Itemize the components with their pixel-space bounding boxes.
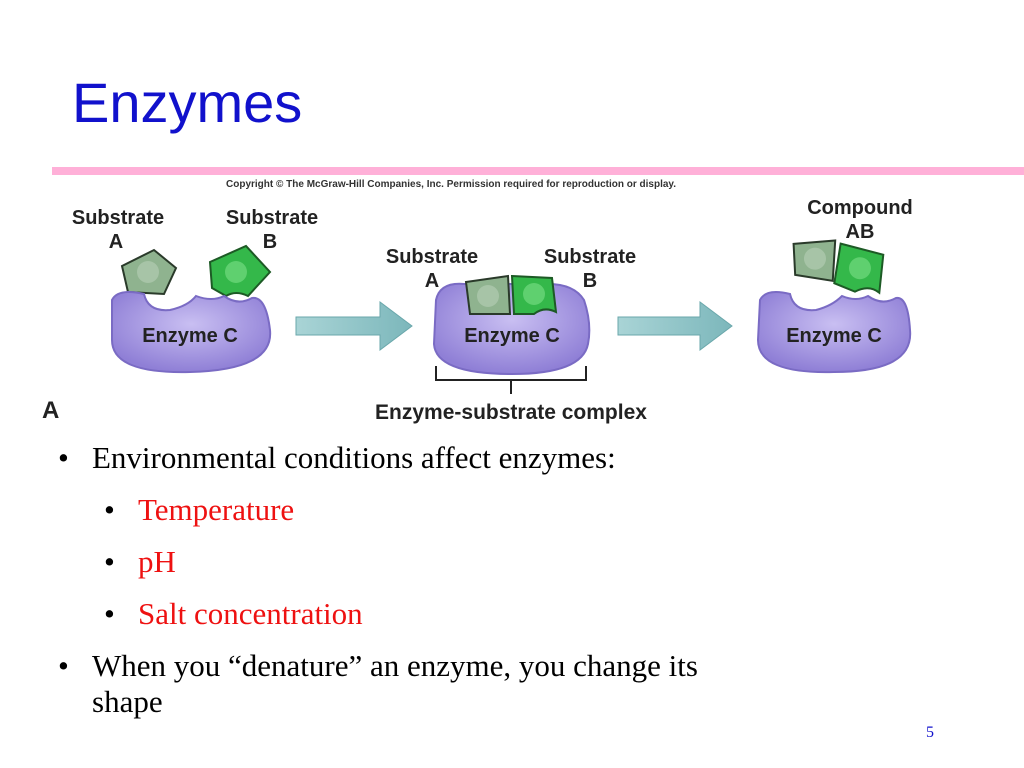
- page-number: 5: [926, 724, 934, 741]
- title-divider: [52, 167, 1024, 175]
- step2-substrate-b-letter: B: [583, 270, 597, 292]
- step1-substrate-b-letter: B: [263, 231, 277, 253]
- sub-bullet-item: • pH: [56, 544, 956, 580]
- bullet-dot-icon: •: [58, 648, 69, 683]
- step2-enzyme-label: Enzyme C: [464, 325, 560, 347]
- figure-panel-label: A: [42, 397, 59, 424]
- step3-enzyme-label: Enzyme C: [786, 325, 882, 347]
- sub-bullet-text-salt: Salt concentration: [138, 596, 363, 631]
- step1-substrate-b: [208, 244, 272, 298]
- bullet-text-line1: When you “denature” an enzyme, you chang…: [92, 648, 698, 683]
- step1-substrate-a: [120, 248, 178, 296]
- step2-substrate-a-label: Substrate: [386, 246, 478, 268]
- bullet-dot-icon: •: [104, 544, 115, 579]
- sub-bullet-text-temperature: Temperature: [138, 492, 295, 527]
- step1-enzyme-label: Enzyme C: [142, 325, 238, 347]
- copyright-notice: Copyright © The McGraw-Hill Companies, I…: [226, 179, 677, 190]
- complex-bracket: [435, 366, 587, 394]
- step1-enzyme: Enzyme C: [111, 291, 272, 374]
- step2-substrate-a-bound: [464, 274, 512, 315]
- bullet-dot-icon: •: [58, 440, 69, 475]
- reaction-arrow-2: [617, 301, 733, 351]
- sub-bullet-item: • Salt concentration: [56, 596, 956, 632]
- bullet-item: • When you “denature” an enzyme, you cha…: [56, 648, 956, 720]
- complex-label: Enzyme-substrate complex: [375, 401, 647, 424]
- step1-substrate-b-label: Substrate: [226, 207, 318, 229]
- step3-compound-ab: [792, 239, 885, 295]
- step1-substrate-a-letter: A: [109, 231, 123, 253]
- sub-bullet-item: • Temperature: [56, 492, 956, 528]
- bullet-list: • Environmental conditions affect enzyme…: [56, 440, 956, 720]
- step3-compound-letters: AB: [846, 221, 875, 243]
- step1-substrate-a-label: Substrate: [72, 207, 164, 229]
- enzyme-figure: Substrate A Substrate B Enzyme C Substra…: [42, 197, 913, 424]
- bullet-item: • Environmental conditions affect enzyme…: [56, 440, 956, 476]
- sub-bullet-text-ph: pH: [138, 544, 176, 579]
- reaction-arrow-1: [295, 301, 413, 351]
- step2-substrate-b-label: Substrate: [544, 246, 636, 268]
- step2-substrate-b-bound: [510, 274, 558, 315]
- bullet-text-line2: shape: [92, 684, 163, 719]
- step3-compound-label: Compound: [807, 197, 913, 219]
- bullet-dot-icon: •: [104, 596, 115, 631]
- bullet-text: Environmental conditions affect enzymes:: [92, 440, 616, 475]
- slide-title: Enzymes: [72, 71, 303, 134]
- bullet-dot-icon: •: [104, 492, 115, 527]
- step3-enzyme: Enzyme C: [756, 291, 912, 374]
- step2-substrate-a-letter: A: [425, 270, 439, 292]
- step2-enzyme: Enzyme C: [432, 282, 591, 376]
